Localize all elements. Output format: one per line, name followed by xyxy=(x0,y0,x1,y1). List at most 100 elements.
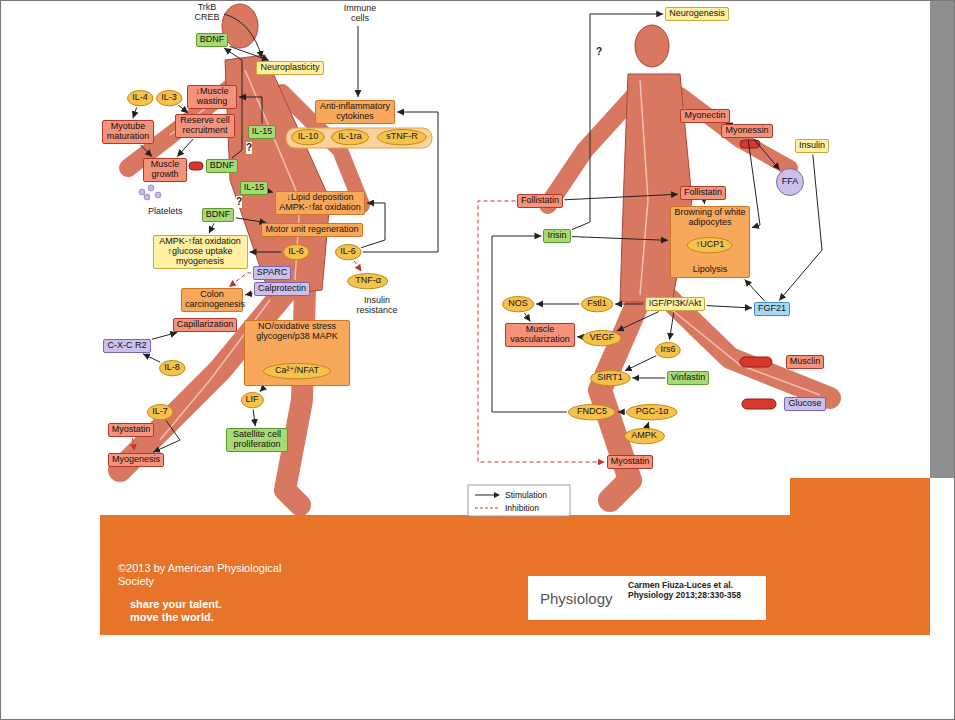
capsule xyxy=(189,162,203,170)
stimulation-arrow xyxy=(564,194,677,200)
node-label: FGF21 xyxy=(758,304,786,314)
inhibition-arrow xyxy=(354,261,361,272)
node-label: IL-6 xyxy=(288,247,304,257)
myokine-box: BDNF xyxy=(196,33,229,47)
stimulation-arrow xyxy=(133,107,137,118)
node-label: Myonessin xyxy=(725,126,768,136)
molecule-oval: NOS xyxy=(502,296,534,312)
molecule-oval: IL-4 xyxy=(127,90,153,106)
legend-line xyxy=(475,494,496,495)
legend: StimulationInhibition xyxy=(474,488,547,514)
stimulation-arrow xyxy=(670,312,674,339)
oval-shape xyxy=(147,404,172,419)
node-label: IL-15 xyxy=(244,183,265,193)
node-label: IL-4 xyxy=(132,93,148,103)
text-label: Immune cells xyxy=(338,3,382,24)
capsule xyxy=(740,140,760,148)
citation-panel xyxy=(528,576,766,620)
stimulation-arrow xyxy=(270,191,273,193)
oval-shape xyxy=(156,90,181,105)
myokine-box: Vinfastin xyxy=(667,371,709,385)
stimulation-arrow xyxy=(253,410,255,427)
legend-line xyxy=(475,507,500,508)
node-label: Myotube maturation xyxy=(106,122,150,142)
oval-shape xyxy=(656,342,681,357)
node-label: IL-8 xyxy=(164,363,180,373)
capsule xyxy=(742,399,776,409)
molecule-oval: Ca²⁺/NFAT xyxy=(263,363,331,379)
node-label: FNDC5 xyxy=(577,407,607,417)
node-label: IGF/PI3K/Akt xyxy=(649,299,702,309)
capsule xyxy=(740,357,772,367)
node-label: IL-3 xyxy=(161,93,177,103)
leader-arrow xyxy=(358,26,359,97)
node-label: Vinfastin xyxy=(671,373,705,383)
stimulation-arrow xyxy=(615,303,643,304)
node-label: SIRT1 xyxy=(597,373,622,383)
molecule-oval: IL-6 xyxy=(283,244,309,260)
node-label: Glucose xyxy=(788,399,821,409)
inhibition-arrow xyxy=(132,438,134,451)
legend-row: Inhibition xyxy=(474,501,547,514)
protein-box: Glucose xyxy=(784,397,825,411)
node-label: IL-15 xyxy=(252,127,273,137)
legend-label: Inhibition xyxy=(505,503,539,513)
oval-shape xyxy=(159,360,184,375)
stimulation-arrow xyxy=(577,336,581,337)
node-label: Irisin xyxy=(547,231,566,241)
node-label: Neuroplasticity xyxy=(260,63,319,73)
myokine-box: IL-15 xyxy=(240,181,269,195)
node-label: LIF xyxy=(245,395,258,405)
myokine-box: Satellite cell proliferation xyxy=(226,428,288,452)
node-label: Muscle growth xyxy=(147,160,183,180)
node-label: Motor unit regeneration xyxy=(265,225,358,235)
text-label: Insulin resistance xyxy=(352,295,402,316)
oval-shape xyxy=(627,404,677,419)
stimulation-arrow xyxy=(239,97,262,124)
text-label: Carmen Fiuza-Luces et al. Physiology 201… xyxy=(628,581,760,601)
oval-shape xyxy=(283,244,308,259)
stimulation-arrow xyxy=(236,218,267,223)
node-label: Muscle vascularization xyxy=(509,325,571,345)
runner-figure xyxy=(120,4,362,505)
effect-box: Myonessin xyxy=(721,124,772,138)
molecule-oval: VEGF xyxy=(582,330,622,346)
molecule-oval: LIF xyxy=(241,392,264,408)
stimulation-arrow xyxy=(141,145,152,157)
stimulation-arrow xyxy=(152,332,177,339)
oval-shape xyxy=(590,370,630,385)
node-label: AMPK-↑fat oxidation ↑glucose uptake myog… xyxy=(157,237,244,267)
node-label: C-X-C R2 xyxy=(107,341,146,351)
stimulation-arrow xyxy=(754,139,780,170)
molecule-oval: IL-8 xyxy=(159,360,185,376)
molecule-oval: AMPK xyxy=(624,428,665,444)
oval-shape xyxy=(335,244,360,259)
pathway-box: NO/oxidative stress glycogen/p38 MAPKCa²… xyxy=(244,320,350,386)
molecule-oval: SIRT1 xyxy=(590,370,631,386)
node-label: IL-6 xyxy=(340,247,356,257)
node-label: BDNF xyxy=(206,210,231,220)
inhibition-arrow xyxy=(229,273,251,287)
oval-shape xyxy=(241,392,263,407)
molecule-oval: PGC-1α xyxy=(626,404,677,420)
stimulation-arrow xyxy=(536,303,579,304)
inhibition-arrow xyxy=(478,201,605,462)
molecule-oval: IL-3 xyxy=(156,90,182,106)
node-label: Myostatin xyxy=(611,457,650,467)
molecule-oval: IL-10 xyxy=(291,129,325,145)
oval-shape xyxy=(624,428,664,443)
stimulation-arrow xyxy=(617,312,659,331)
process-box: IGF/PI3K/Akt xyxy=(645,297,706,311)
stimulation-arrow xyxy=(632,377,665,378)
node-label: IL-10 xyxy=(298,132,319,142)
oval-shape xyxy=(348,273,388,288)
node-label: Calprotectin xyxy=(258,284,306,294)
node-label: Neurogenesis xyxy=(669,9,725,19)
node-label: NOS xyxy=(508,299,528,309)
stimulation-arrow xyxy=(363,112,438,252)
legend-head xyxy=(494,492,500,498)
stimulation-arrow xyxy=(260,387,265,392)
oval-shape xyxy=(688,237,732,252)
molecule-oval: Irs6 xyxy=(655,342,681,358)
